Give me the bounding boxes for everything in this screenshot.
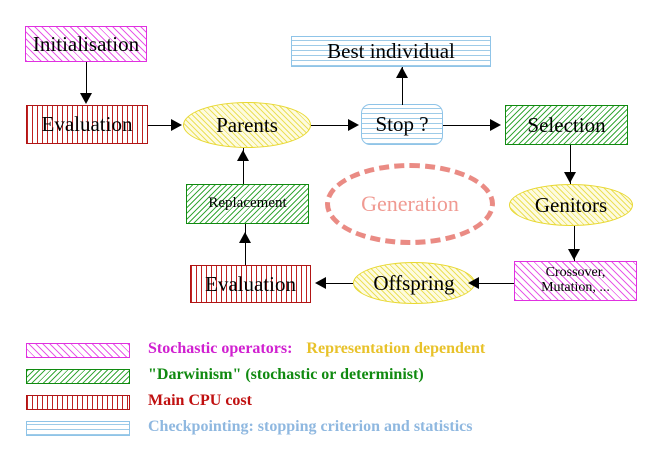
edge-replacement-to-parents (243, 148, 244, 184)
node-offspring: Offspring (353, 262, 475, 304)
legend-label-stochastic-secondary: Representation dependent (306, 340, 486, 357)
node-evaluation-bottom: Evaluation (190, 265, 311, 303)
node-selection: Selection (505, 105, 628, 145)
arrowhead-selection-to-genitors (564, 172, 576, 183)
node-parents: Parents (183, 102, 311, 148)
node-generation: Generation (325, 163, 495, 245)
legend-swatch-magenta (26, 343, 130, 358)
legend-label-checkpointing: Checkpointing: stopping criterion and st… (148, 418, 473, 435)
arrowhead-evaluation-to-replacement (239, 232, 251, 243)
node-replacement: Replacement (186, 184, 309, 224)
edge-evaluation-to-replacement (245, 224, 246, 265)
legend-label-stochastic: Stochastic operators: Representation depe… (148, 340, 485, 358)
legend-swatch-red (26, 395, 130, 410)
legend-label-cpu-cost: Main CPU cost (148, 392, 252, 409)
arrowhead-parents-to-stop (348, 119, 359, 131)
node-initialisation: Initialisation (25, 26, 147, 62)
node-generation-label: Generation (361, 191, 459, 216)
edge-crossover-to-offspring (479, 283, 514, 284)
node-stop: Stop ? (361, 104, 443, 145)
arrowhead-offspring-to-evaluation (315, 277, 326, 289)
arrowhead-evaluation-to-parents (171, 119, 182, 131)
edge-evaluation-to-parents (148, 125, 177, 126)
edge-stop-to-best-individual (402, 67, 403, 105)
legend-label-stochastic-primary: Stochastic operators: (148, 340, 293, 357)
node-best-individual: Best individual (291, 36, 491, 67)
arrowhead-stop-to-selection (490, 119, 501, 131)
legend-swatch-blue (26, 421, 130, 436)
edge-parents-to-stop (311, 125, 351, 126)
arrowhead-replacement-to-parents (237, 150, 249, 161)
node-crossover-mutation: Crossover, Mutation, ... (514, 261, 637, 301)
edge-offspring-to-evaluation (326, 283, 353, 284)
arrowhead-crossover-to-offspring (468, 277, 479, 289)
edge-stop-to-selection (443, 125, 493, 126)
edge-initialisation-to-evaluation (86, 62, 87, 95)
node-genitors: Genitors (509, 184, 633, 226)
arrowhead-initialisation-to-evaluation (80, 93, 92, 104)
node-evaluation-top: Evaluation (26, 105, 148, 144)
edge-genitors-to-crossover (574, 226, 575, 261)
legend-label-darwinism: "Darwinism" (stochastic or determinist) (148, 366, 424, 383)
arrowhead-stop-to-best-individual (396, 67, 408, 78)
arrowhead-genitors-to-crossover (568, 249, 580, 260)
edge-selection-to-genitors (570, 145, 571, 184)
legend-swatch-green (26, 369, 130, 384)
